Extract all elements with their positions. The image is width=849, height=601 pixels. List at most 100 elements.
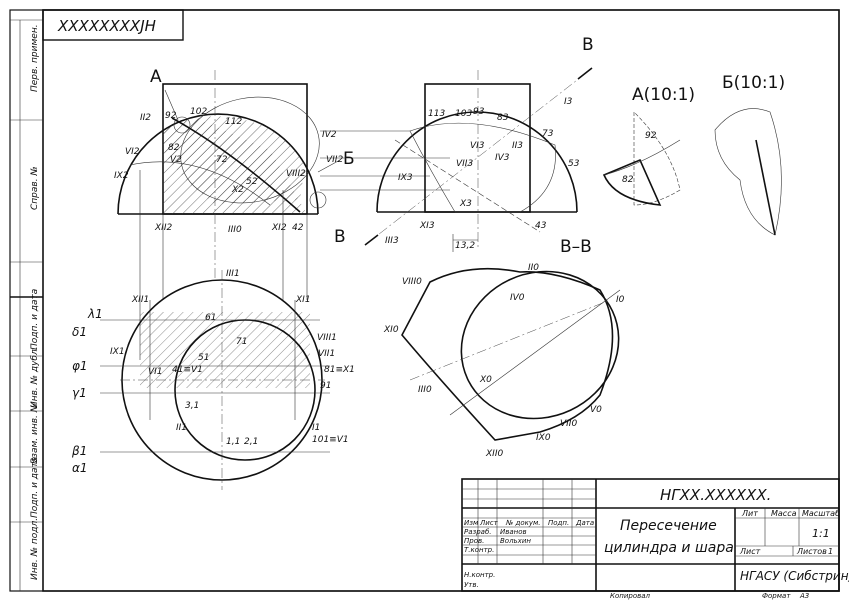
label-view-b: Б [343, 149, 355, 169]
label-section-v-bottom: В [334, 227, 346, 247]
pt-I1: I1 [312, 423, 320, 433]
pt-VIII2: VIII2 [286, 169, 306, 179]
section-view: В–В VIII0 II0 I0 IV0 XI0 III0 X0 V0 VII0… [383, 237, 625, 459]
pt-IX2: IX2 [114, 171, 129, 181]
doc-code-box [42, 9, 184, 41]
pt-II3: II3 [512, 141, 523, 151]
sec-IV0: IV0 [510, 293, 525, 303]
side-strip: Перв. примен. Справ. № Подп. и дата Инв.… [10, 19, 43, 591]
front-view: А Б II2 92 102 112 IV2 82 VI2 V2 72 VII2… [114, 67, 355, 280]
lbl-lambda1: λ1 [87, 307, 103, 321]
front-section-ellipse [180, 96, 320, 204]
pt-II1: II1 [176, 423, 187, 433]
pt-VI3: VI3 [470, 141, 485, 151]
hdr-dokum: № докум. [505, 519, 541, 527]
detail-a-pt5: 92 [645, 131, 657, 141]
hdr-list: Лист [479, 519, 499, 527]
pt-IX1: IX1 [110, 347, 125, 357]
sec-I0: I0 [616, 295, 625, 305]
detail-a: А(10:1) 92 82 [602, 85, 695, 206]
label-view-a: А [150, 67, 162, 87]
pt-12: 42 [292, 223, 304, 233]
pt-32: 72 [216, 155, 228, 165]
detail-b: Б(10:1) [714, 73, 785, 236]
pt-51: 41≡V1 [172, 365, 203, 375]
org-name: НГАСУ (Сибстрин) [740, 569, 849, 583]
detail-b-title: Б(10:1) [722, 73, 785, 93]
section-title: В–В [560, 237, 592, 257]
sheets-value: 1 [828, 547, 833, 556]
format-value: А3 [799, 592, 809, 600]
pt-VII1: VII1 [318, 349, 335, 359]
pt-X2: X2 [231, 185, 244, 195]
row-prov-role: Пров. [464, 537, 484, 545]
lit-label: Лит [741, 509, 758, 518]
strip-label-5: Взам. инв. № [30, 403, 40, 464]
sheet-label: Лист [739, 547, 761, 556]
strip-label-7: Инв. № подл. [30, 518, 40, 580]
title-name-2: цилиндра и шара [604, 540, 734, 556]
pt-13: 43 [535, 221, 547, 231]
pt-III1: III1 [226, 269, 240, 279]
title-name-1: Пересечение [620, 518, 717, 534]
format-label: Формат [762, 592, 791, 600]
dimension-label: 13,2 [455, 241, 475, 251]
row-razrab-role: Разраб. [464, 528, 492, 536]
sec-III0: III0 [418, 385, 432, 395]
pt-II2: II2 [140, 113, 151, 123]
pt-101: 91 [320, 381, 331, 391]
section-plane-line [364, 69, 591, 246]
pt-22: 52 [246, 177, 258, 187]
section-ellipse [460, 270, 620, 420]
sec-VIII0: VIII0 [402, 277, 422, 287]
hdr-izm: Изм [464, 519, 479, 527]
sec-XII0: XII0 [485, 449, 503, 459]
pt-23: 53 [568, 159, 580, 169]
label-section-v-top: В [582, 35, 594, 55]
pt-I3: I3 [564, 97, 573, 107]
sec-XI0: XI0 [383, 325, 399, 335]
pt-72: 112 [225, 117, 242, 127]
sec-X0: X0 [479, 375, 492, 385]
title-doc-number: НГХХ.ХХХХХХ. [660, 486, 771, 504]
pt-63: 103 [455, 109, 472, 119]
pt-91: 81≡X1 [324, 365, 355, 375]
sec-II0: II0 [528, 263, 539, 273]
row-nkontr-role: Н.контр. [464, 571, 495, 579]
pt-X3: X3 [459, 199, 472, 209]
pt-53: 93 [473, 107, 485, 117]
pt-VI1: VI1 [148, 367, 163, 377]
sheets-label: Листов [796, 547, 827, 556]
row-razrab-name: Иванов [500, 528, 527, 536]
pt-31: 1,1 [226, 437, 240, 447]
pt-IV3: IV3 [495, 153, 510, 163]
top-hatch-band [140, 312, 310, 388]
pt-VI2: VI2 [125, 147, 140, 157]
pt-XI1: XI1 [295, 295, 311, 305]
pt-V2: V2 [170, 155, 182, 165]
title-block: НГХХ.ХХХХХХ. Пересечение цилиндра и шара… [461, 478, 849, 600]
pt-61: 51 [198, 353, 209, 363]
pt-52: 92 [165, 111, 177, 121]
side-hemisphere [376, 111, 578, 213]
pt-62: 102 [190, 107, 207, 117]
sec-V0: V0 [590, 405, 602, 415]
detail-a-pt4: 82 [622, 175, 634, 185]
pt-IV2: IV2 [322, 130, 337, 140]
pt-VIII1: VIII1 [317, 333, 337, 343]
pt-21: 2,1 [244, 437, 258, 447]
strip-label-6: Подп. и дата [30, 457, 40, 518]
pt-VII3: VII3 [456, 159, 473, 169]
strip-label-2: Справ. № [30, 166, 40, 210]
pt-IX3: IX3 [398, 173, 413, 183]
lbl-delta1: δ1 [72, 325, 87, 339]
strip-label-1: Перв. примен. [30, 24, 40, 92]
hdr-data: Дата [575, 519, 594, 527]
lbl-beta1: β1 [71, 444, 87, 458]
pt-XI3: XI3 [419, 221, 435, 231]
lbl-phi1: φ1 [72, 359, 88, 373]
pt-XII1: XII1 [131, 295, 149, 305]
lbl-alpha1: α1 [72, 461, 88, 475]
row-utv-role: Утв. [464, 581, 479, 589]
